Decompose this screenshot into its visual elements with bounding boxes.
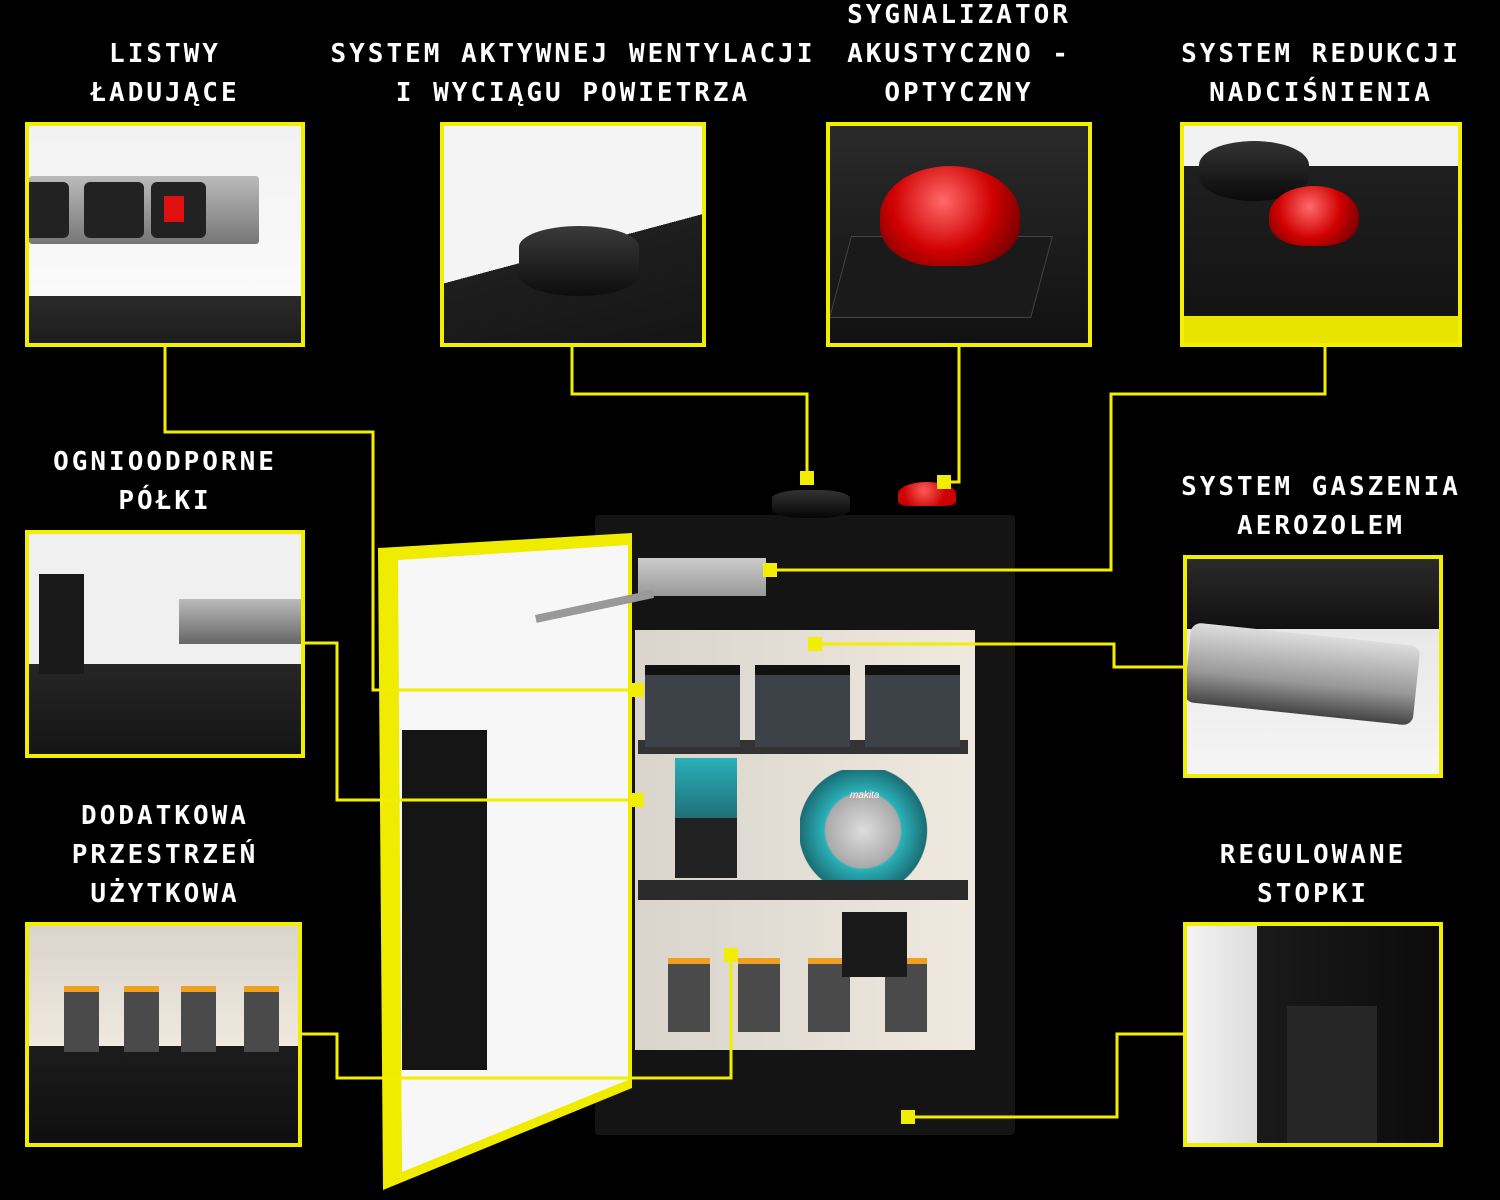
label-line: REGULOWANE xyxy=(1219,840,1407,870)
red-beacon-icon xyxy=(880,166,1020,266)
photo-charging-strip xyxy=(25,122,305,347)
label-line: I WYCIĄGU POWIETRZA xyxy=(395,78,751,108)
marker-dot xyxy=(630,793,644,807)
marker-dot xyxy=(763,563,777,577)
battery-icon xyxy=(181,986,216,1052)
photo-signaler xyxy=(826,122,1092,347)
marker-dot xyxy=(808,637,822,651)
connector-ventilation xyxy=(570,346,809,478)
switch-icon xyxy=(164,196,184,222)
label-aerosol: SYSTEM GASZENIA AEROZOLEM xyxy=(1181,468,1461,546)
label-extra-storage: DODATKOWA PRZESTRZEŃ UŻYTKOWA xyxy=(72,797,259,914)
label-line: NADCIŚNIENIA xyxy=(1209,78,1433,108)
label-line: DODATKOWA xyxy=(81,801,249,831)
marker-dot xyxy=(937,475,951,489)
drill-icon xyxy=(675,758,737,878)
door-compartment xyxy=(402,730,487,1070)
connector-extra-storage xyxy=(301,955,733,1080)
connector-pressure-relief xyxy=(770,346,1327,572)
photo-aerosol xyxy=(1183,555,1443,778)
photo-ventilation xyxy=(440,122,706,347)
battery-icon xyxy=(244,986,279,1052)
photo-fireproof-shelves xyxy=(25,530,305,758)
label-pressure-relief: SYSTEM REDUKCJI NADCIŚNIENIA xyxy=(1181,35,1461,113)
connector-charging-strips xyxy=(163,346,637,692)
charger-icon xyxy=(755,665,850,747)
label-signaler: SYGNALIZATOR AKUSTYCZNO - OPTYCZNY xyxy=(847,0,1071,113)
label-charging-strips: LISTWY ŁADUJĄCE xyxy=(90,35,239,113)
fan-unit xyxy=(638,558,766,596)
label-line: SYSTEM AKTYWNEJ WENTYLACJI xyxy=(330,39,816,69)
charger-icon xyxy=(645,665,740,747)
marker-dot xyxy=(800,471,814,485)
label-line: OPTYCZNY xyxy=(884,78,1034,108)
charger-icon xyxy=(865,665,960,747)
label-line: PÓŁKI xyxy=(118,486,212,516)
connector-adjustable-feet xyxy=(908,1032,1183,1119)
label-line: OGNIOODPORNE xyxy=(53,447,277,477)
label-line: SYGNALIZATOR xyxy=(847,0,1071,30)
label-line: SYSTEM REDUKCJI xyxy=(1181,39,1461,69)
connector-fireproof-shelves xyxy=(304,641,637,802)
label-line: UŻYTKOWA xyxy=(90,879,240,909)
marker-dot xyxy=(724,948,738,962)
connector-signaler xyxy=(944,346,961,484)
marker-dot xyxy=(630,683,644,697)
label-line: ŁADUJĄCE xyxy=(90,78,240,108)
label-ventilation: SYSTEM AKTYWNEJ WENTYLACJI I WYCIĄGU POW… xyxy=(331,35,816,113)
connector-aerosol xyxy=(815,642,1183,669)
battery-icon xyxy=(738,958,780,1032)
photo-pressure-relief xyxy=(1180,122,1462,347)
label-fireproof-shelves: OGNIOODPORNE PÓŁKI xyxy=(53,443,277,521)
label-line: STOPKI xyxy=(1257,879,1369,909)
label-line: AEROZOLEM xyxy=(1237,511,1405,541)
vent-duct-icon xyxy=(519,226,639,296)
shelf xyxy=(638,880,968,900)
label-line: AKUSTYCZNO - xyxy=(847,39,1071,69)
door-closer xyxy=(535,590,655,623)
label-line: SYSTEM GASZENIA xyxy=(1181,472,1461,502)
battery-icon xyxy=(668,958,710,1032)
circular-saw-icon: makita xyxy=(800,770,940,880)
photo-adjustable-feet xyxy=(1183,922,1443,1147)
marker-dot xyxy=(901,1110,915,1124)
battery-icon xyxy=(64,986,99,1052)
label-line: LISTWY xyxy=(109,39,221,69)
brand-text: makita xyxy=(850,790,880,801)
red-beacon-icon xyxy=(1269,186,1359,246)
vent-duct-icon xyxy=(772,490,850,518)
photo-extra-storage xyxy=(25,922,302,1147)
battery-icon xyxy=(124,986,159,1052)
label-adjustable-feet: REGULOWANE STOPKI xyxy=(1220,836,1407,914)
label-line: PRZESTRZEŃ xyxy=(71,840,259,870)
